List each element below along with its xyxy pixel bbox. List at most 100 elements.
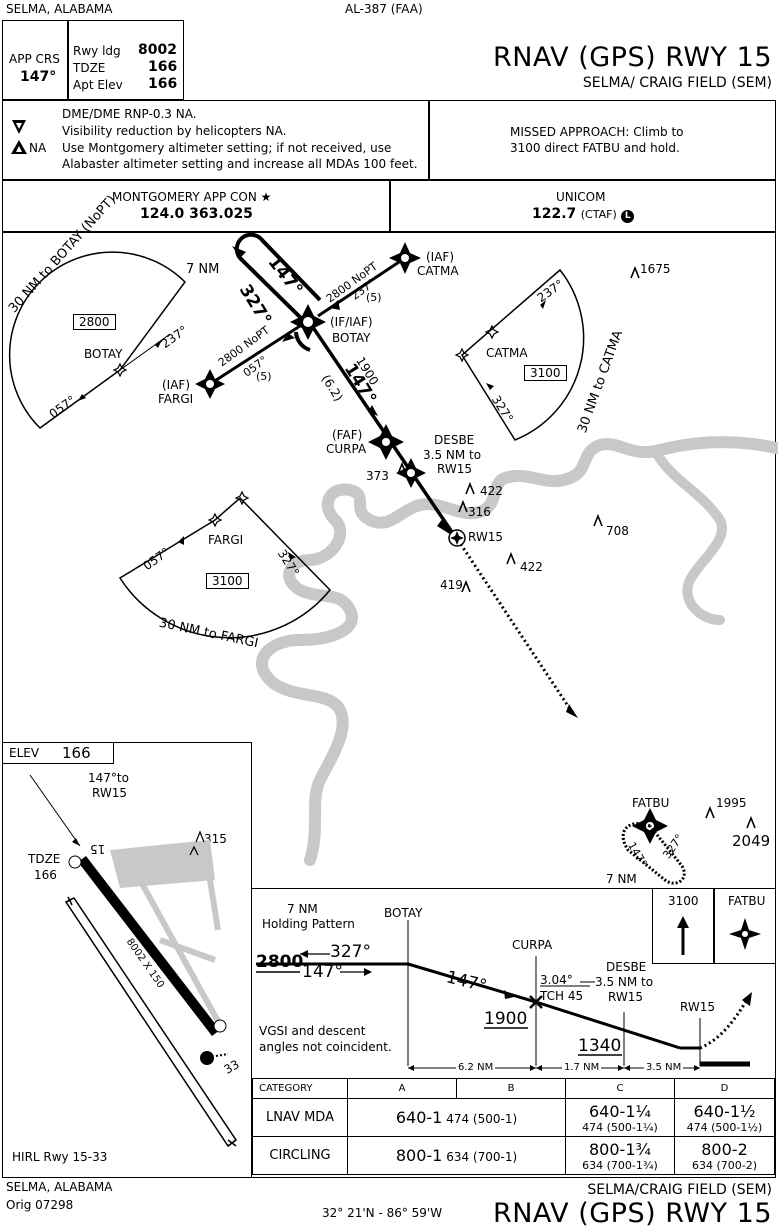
footer-subtitle: SELMA/CRAIG FIELD (SEM) xyxy=(587,1182,772,1198)
unicom-freq: 122.7 xyxy=(532,206,577,222)
footer-coordinates: 32° 21'N - 86° 59'W xyxy=(322,1206,443,1220)
elev-box xyxy=(2,742,114,764)
profile-view-box xyxy=(252,888,776,1079)
obstacle-419: 419 xyxy=(440,578,463,592)
curpa-label: CURPA xyxy=(326,442,367,456)
divider xyxy=(428,100,430,180)
taa-botay-fix-icon xyxy=(112,362,128,378)
divider xyxy=(389,180,391,232)
fargi-route-dist: (5) xyxy=(256,370,272,383)
runway-lighting: HIRL Rwy 15-33 xyxy=(12,1150,108,1164)
ctaf-label: (CTAF) xyxy=(580,208,617,221)
profile-vgsi-note-2: angles not coincident. xyxy=(259,1040,392,1054)
runway-15-33 xyxy=(78,856,220,1036)
note-line-4: Alabaster altimeter setting and increase… xyxy=(62,157,418,171)
minimums-header-row: CATEGORY A B C D xyxy=(252,1078,775,1099)
circling-label: CIRCLING xyxy=(252,1136,348,1175)
lnav-ab-value: 640-1 xyxy=(395,1108,443,1127)
lighting-l-icon: L xyxy=(621,210,635,223)
divider xyxy=(713,888,715,964)
profile-vgsi-note-1: VGSI and descent xyxy=(259,1024,366,1038)
taa-fargi-fix: FARGI xyxy=(208,533,244,547)
lnav-d-sub: 474 (500-1½) xyxy=(686,1120,763,1134)
category-b: B xyxy=(456,1078,566,1099)
taa-fargi-fix-icon xyxy=(207,512,223,528)
profile-rw15: RW15 xyxy=(680,1000,715,1014)
desbe-label: DESBE xyxy=(434,433,475,447)
unicom-name: UNICOM xyxy=(556,190,606,204)
lnav-ab-sub: 474 (500-1) xyxy=(446,1112,518,1126)
fargi-label: FARGI xyxy=(158,392,194,406)
airport-diagram-box xyxy=(2,742,252,1178)
circ-c-sub: 634 (700-1¾) xyxy=(582,1158,658,1172)
fix-curpa-icon xyxy=(368,424,404,460)
app-crs-label: APP CRS xyxy=(9,52,60,66)
approach-control-label: MONTGOMERY APP CON xyxy=(112,190,257,204)
profile-course-147a: 147° xyxy=(302,962,343,982)
catma-label: CATMA xyxy=(417,264,459,278)
profile-desbe-ref: RW15 xyxy=(608,990,643,1004)
taa-botay-fix: BOTAY xyxy=(84,347,123,361)
note-line-1: DME/DME RNP-0.3 NA. xyxy=(62,107,197,121)
taa-catma-fix: CATMA xyxy=(486,346,528,360)
briefing-strip-box xyxy=(2,20,184,100)
obstacle-373: 373 xyxy=(366,469,389,483)
obstacle-316: 316 xyxy=(468,505,491,519)
tdze-label: TDZE xyxy=(73,61,106,75)
circ-d-value: 800-2 xyxy=(701,1139,748,1159)
app-crs-value: 147° xyxy=(20,69,57,85)
missed-hold-fix: FATBU xyxy=(728,894,766,908)
footer-orig: Orig 07298 xyxy=(6,1198,74,1212)
category-label: CATEGORY xyxy=(252,1078,348,1099)
fargi-iaf: (IAF) xyxy=(162,378,191,392)
location-top-left: SELMA, ALABAMA xyxy=(6,2,113,16)
botay-iaf: (IF/IAF) xyxy=(330,315,373,329)
lnav-c-value: 640-1¼ xyxy=(589,1101,651,1121)
taa-fargi-altitude: 3100 xyxy=(206,573,249,589)
missed-approach-line-2: 3100 direct FATBU and hold. xyxy=(510,141,680,155)
airport-subtitle: SELMA/ CRAIG FIELD (SEM) xyxy=(582,75,772,91)
profile-dist-3: 3.5 NM xyxy=(644,1062,684,1073)
circ-ab-sub: 634 (700-1) xyxy=(446,1150,518,1164)
chart-frame xyxy=(2,232,776,1178)
category-c: C xyxy=(565,1078,675,1099)
profile-desbe: DESBE xyxy=(606,960,647,974)
diagram-tdze-label: TDZE xyxy=(28,852,61,866)
profile-altitude-1340: 1340 xyxy=(578,1036,622,1056)
category-d: D xyxy=(674,1078,775,1099)
circ-c-value: 800-1¾ xyxy=(589,1139,651,1159)
fatbu-holding-pattern xyxy=(621,822,686,885)
taa-catma-fix-icon xyxy=(454,347,470,363)
fix-fargi-icon xyxy=(195,369,225,399)
apt-elev-label: Apt Elev xyxy=(73,78,123,92)
rw15-waypoint-icon xyxy=(448,529,466,547)
obstacle-422b: 422 xyxy=(520,560,543,574)
obstacle-422a: 422 xyxy=(480,484,503,498)
fix-botay-icon xyxy=(290,304,326,340)
note-line-2: Visibility reduction by helicopters NA. xyxy=(62,124,287,138)
profile-curpa: CURPA xyxy=(512,938,553,952)
botay-label: BOTAY xyxy=(332,331,371,345)
profile-tch: TCH 45 xyxy=(540,989,584,1003)
elev-label: ELEV xyxy=(9,746,40,760)
profile-desbe-dist: 3.5 NM to xyxy=(595,975,654,989)
fargi-route xyxy=(209,324,301,386)
taa-botay-sector xyxy=(8,251,186,429)
apt-elev-value: 166 xyxy=(148,76,178,92)
minimums-table: CATEGORY A B C D LNAV MDA 640-1 474 (500… xyxy=(252,1078,775,1175)
category-a: A xyxy=(347,1078,457,1099)
taa-catma-fix2-icon xyxy=(484,324,500,340)
obstacle-1995: 1995 xyxy=(716,796,747,810)
missed-approach-line-1: MISSED APPROACH: Climb to xyxy=(510,125,684,139)
taa-catma-sector xyxy=(461,268,585,441)
profile-hold-label: Holding Pattern xyxy=(262,917,355,931)
rwy-ldg-label: Rwy ldg xyxy=(73,44,121,58)
catma-iaf: (IAF) xyxy=(426,250,455,264)
desbe-ref: RW15 xyxy=(437,462,472,476)
circ-d-sub: 634 (700-2) xyxy=(691,1158,758,1172)
